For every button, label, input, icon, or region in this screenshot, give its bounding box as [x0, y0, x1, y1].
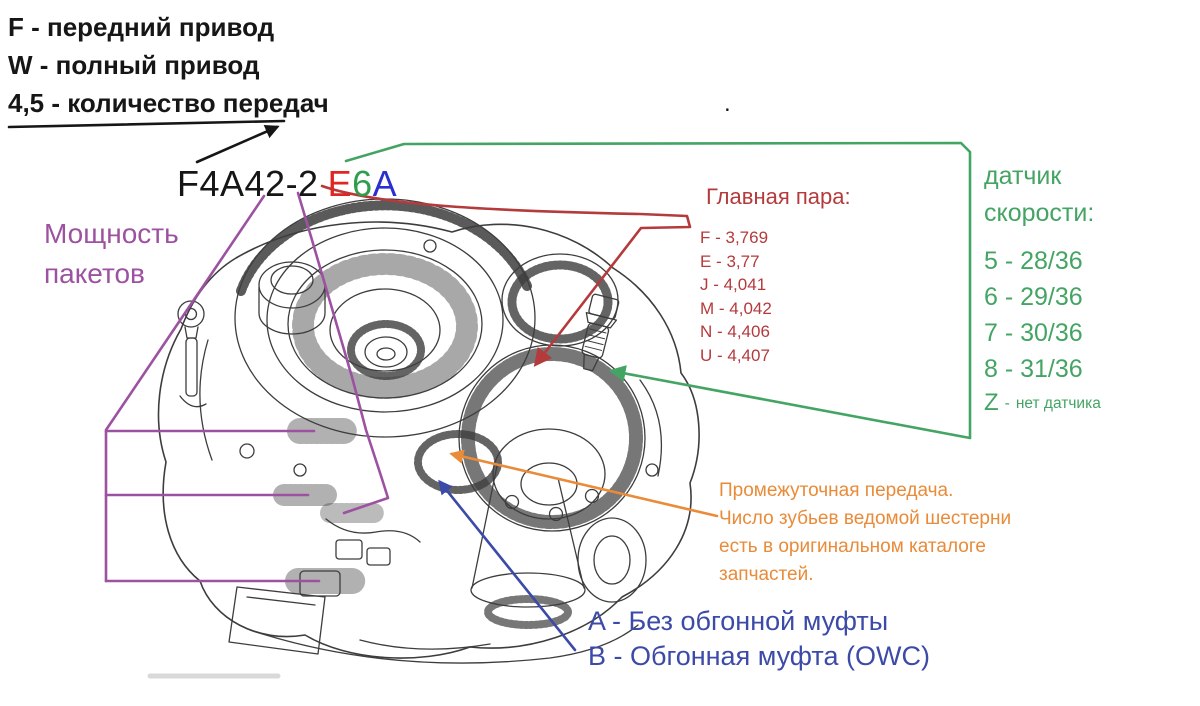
- intermediate-gear-note: Промежуточная передача. Число зубьев вед…: [719, 477, 1011, 589]
- annotation-lines: [7, 119, 972, 652]
- power-packs-line: пакетов: [44, 258, 145, 289]
- output-flange: [577, 517, 647, 603]
- intermediate-note-line: есть в оригинальном каталоге: [719, 536, 986, 557]
- power-packs-label: Мощность пакетов: [44, 214, 179, 294]
- final-drive-item: N - 4,406: [700, 322, 770, 341]
- final-drive-item: E - 3,77: [700, 251, 760, 271]
- owc-line: A - Без обгонной муфты: [588, 606, 889, 636]
- final-drive-item: J - 4,041: [700, 275, 767, 294]
- model-code-sensor-digit: 6: [352, 163, 373, 204]
- model-code-owc-letter: A: [372, 163, 398, 204]
- owc-line: B - Обгонная муфта (OWC): [588, 641, 930, 671]
- final-drive-title: Главная пара:: [706, 184, 851, 209]
- speed-sensor-z-code: Z: [984, 389, 999, 416]
- speed-sensor-title-line: датчик: [984, 162, 1062, 190]
- power-packs-line: Мощность: [44, 218, 179, 249]
- legend-line: W - полный привод: [8, 50, 260, 80]
- intermediate-note-line: запчастей.: [719, 564, 814, 585]
- speed-sensor-none-item: Z-нет датчика: [984, 389, 1101, 417]
- final-drive-ratio-list: F - 3,769 E - 3,77 J - 4,041 M - 4,042 N…: [700, 226, 772, 367]
- intermediate-note-line: Промежуточная передача.: [719, 480, 954, 501]
- power-packs-pointer-4: [296, 191, 390, 515]
- stray-dot: .: [724, 90, 731, 117]
- ring-gear-teeth: [236, 200, 532, 296]
- drive-type-legend: F - передний привод W - полный привод 4,…: [8, 8, 329, 122]
- speed-sensor-title: датчик скорости:: [984, 158, 1094, 232]
- housing-outline: [157, 221, 700, 659]
- speed-sensor-part: [581, 293, 620, 372]
- intermediate-gear: [414, 430, 502, 494]
- speed-sensor-item: 7 - 30/36: [984, 319, 1083, 347]
- owc-arrow: [438, 479, 577, 652]
- model-code-final-drive-letter: E: [327, 163, 353, 204]
- model-code-base: F4A42-2: [177, 163, 319, 204]
- owc-legend: A - Без обгонной муфты B - Обгонная муфт…: [588, 604, 930, 674]
- gear-count-arrow: [195, 125, 280, 164]
- intermediate-gear-arrow: [449, 449, 719, 518]
- gear-count-underline: [7, 119, 286, 129]
- turbine-spokes: [292, 253, 478, 399]
- speed-sensor-item: 6 - 29/36: [984, 283, 1083, 311]
- legend-line: F - передний привод: [8, 12, 275, 42]
- speed-sensor-z-sep: -: [1004, 395, 1010, 412]
- intermediate-note-line: Число зубьев ведомой шестерни: [719, 508, 1012, 529]
- final-drive-item: M - 4,042: [700, 298, 772, 318]
- speed-sensor-list: 5 - 28/36 6 - 29/36 7 - 30/36 8 - 31/36: [984, 243, 1083, 387]
- speed-sensor-title-line: скорости:: [984, 199, 1095, 227]
- final-drive-leader-arrow: [320, 184, 692, 367]
- oil-pan: [228, 586, 326, 655]
- final-drive-item: U - 4,407: [700, 345, 770, 365]
- transmission-line-drawing: [147, 198, 700, 679]
- speed-sensor-item: 8 - 31/36: [984, 355, 1083, 383]
- speed-sensor-z-text: нет датчика: [1015, 395, 1101, 412]
- final-drive-item: F - 3,769: [700, 228, 769, 247]
- speed-sensor-item: 5 - 28/36: [984, 247, 1083, 275]
- legend-line: 4,5 - количество передач: [8, 88, 329, 118]
- speed-sensor-leader-arrow: [344, 141, 972, 440]
- lifting-eye: [177, 300, 205, 328]
